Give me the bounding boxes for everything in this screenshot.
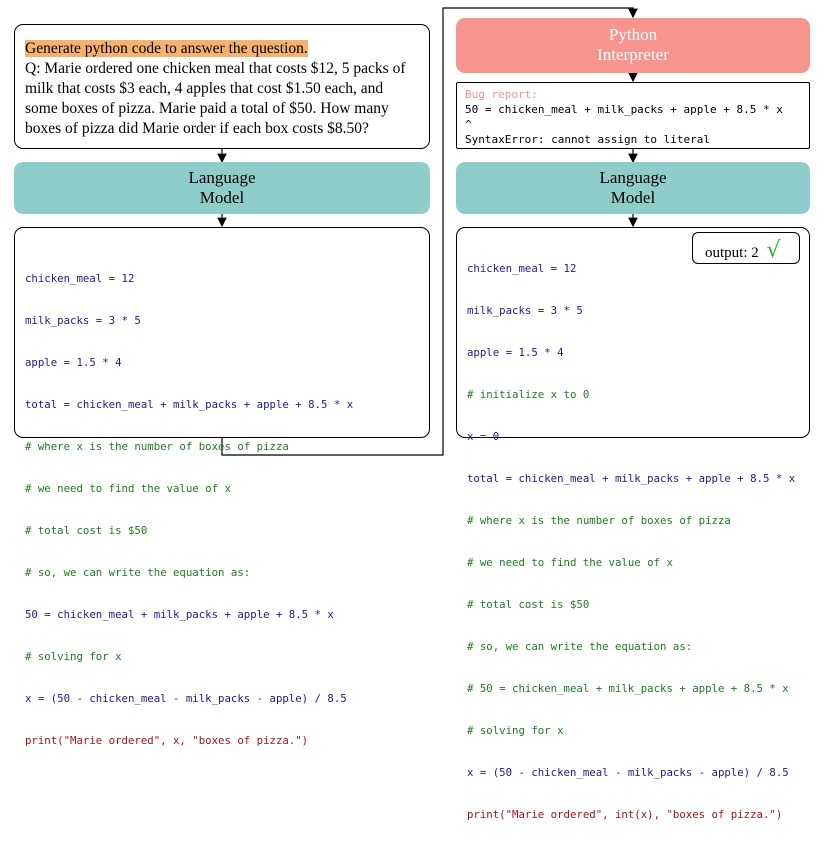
bug-report-caret: ^	[465, 118, 472, 131]
code-line-text: 50 = chicken_meal + milk_packs + apple +…	[25, 608, 334, 621]
language-model-label-line1: Language	[188, 168, 256, 187]
generated-code-panel: chicken_meal = 12 milk_packs = 3 * 5 app…	[14, 227, 430, 747]
code-line-text: apple = 1.5 * 4	[25, 356, 122, 369]
code-line: # so, we can write the equation as:	[467, 640, 809, 654]
code-line: x = (50 - chicken_meal - milk_packs - ap…	[25, 692, 429, 706]
language-model-label-line1: Language	[599, 168, 667, 187]
code-line: apple = 1.5 * 4	[467, 346, 809, 360]
code-line-text: x = (50 - chicken_meal - milk_packs - ap…	[25, 692, 347, 705]
code-line-text: x = 0	[467, 430, 500, 443]
code-line: x = (50 - chicken_meal - milk_packs - ap…	[467, 766, 809, 780]
code-line-text: total = chicken_meal + milk_packs + appl…	[25, 398, 354, 411]
code-line-text: # total cost is $50	[25, 524, 148, 537]
code-line-text: print("Marie ordered", int(x), "boxes of…	[467, 808, 783, 821]
code-line-text: # so, we can write the equation as:	[467, 640, 693, 653]
code-line: apple = 1.5 * 4	[25, 356, 429, 370]
code-line: print("Marie ordered", x, "boxes of pizz…	[25, 734, 429, 748]
code-line-text: chicken_meal = 12	[25, 272, 135, 285]
language-model-label-line2: Model	[610, 188, 656, 207]
code-line: # solving for x	[25, 650, 429, 664]
prompt-instruction: Generate python code to answer the quest…	[25, 40, 308, 57]
bug-report-line: 50 = chicken_meal + milk_packs + apple +…	[465, 103, 783, 116]
code-line: # 50 = chicken_meal + milk_packs + apple…	[467, 682, 809, 696]
code-line: chicken_meal = 12	[467, 262, 809, 276]
code-line: # we need to find the value of x	[467, 556, 809, 570]
interpreter-label-line1: Python	[608, 25, 658, 44]
connector-arrows	[217, 7, 638, 456]
interpreter-label-line2: Interpreter	[597, 45, 669, 64]
code-line: # where x is the number of boxes of pizz…	[25, 440, 429, 454]
code-line-text: # total cost is $50	[467, 598, 590, 611]
code-line: print("Marie ordered", int(x), "boxes of…	[467, 808, 809, 822]
code-line: # total cost is $50	[467, 598, 809, 612]
code-line: # so, we can write the equation as:	[25, 566, 429, 580]
bug-report-panel: Bug report: 50 = chicken_meal + milk_pac…	[456, 82, 810, 149]
code-line-text: # solving for x	[467, 724, 564, 737]
code-line: # where x is the number of boxes of pizz…	[467, 514, 809, 528]
code-line: chicken_meal = 12	[25, 272, 429, 286]
code-line-text: # we need to find the value of x	[25, 482, 231, 495]
code-line-text: apple = 1.5 * 4	[467, 346, 564, 359]
question-text: Q: Marie ordered one chicken meal that c…	[25, 60, 406, 137]
code-line: # initialize x to 0	[467, 388, 809, 402]
feedback-connector	[221, 7, 638, 456]
code-line: x = 0	[467, 430, 809, 444]
code-line-text: # 50 = chicken_meal + milk_packs + apple…	[467, 682, 789, 695]
code-line-text: # where x is the number of boxes of pizz…	[25, 440, 289, 453]
code-line: # we need to find the value of x	[25, 482, 429, 496]
code-line-text: # we need to find the value of x	[467, 556, 673, 569]
bug-report-error: SyntaxError: cannot assign to literal	[465, 133, 711, 146]
output-label: output: 2	[705, 245, 759, 261]
code-line-text: # solving for x	[25, 650, 122, 663]
code-line-text: # initialize x to 0	[467, 388, 590, 401]
python-interpreter: Python Interpreter	[456, 18, 810, 73]
code-line: 50 = chicken_meal + milk_packs + apple +…	[25, 608, 429, 622]
generated-code: chicken_meal = 12 milk_packs = 3 * 5 app…	[25, 244, 429, 776]
code-line: # total cost is $50	[25, 524, 429, 538]
output-box: output: 2 √	[692, 232, 800, 264]
language-model-left: Language Model	[14, 162, 430, 214]
code-line-text: milk_packs = 3 * 5	[25, 314, 141, 327]
code-line-text: chicken_meal = 12	[467, 262, 577, 275]
code-line: milk_packs = 3 * 5	[25, 314, 429, 328]
code-line: milk_packs = 3 * 5	[467, 304, 809, 318]
code-line: total = chicken_meal + milk_packs + appl…	[25, 398, 429, 412]
code-line-text: milk_packs = 3 * 5	[467, 304, 583, 317]
language-model-label-line2: Model	[199, 188, 245, 207]
question-panel: Generate python code to answer the quest…	[14, 24, 430, 149]
code-line-text: print("Marie ordered", x, "boxes of pizz…	[25, 734, 309, 747]
bug-report-title: Bug report:	[465, 88, 538, 101]
code-line-text: x = (50 - chicken_meal - milk_packs - ap…	[467, 766, 789, 779]
code-line-text: total = chicken_meal + milk_packs + appl…	[467, 472, 796, 485]
code-line: # solving for x	[467, 724, 809, 738]
code-line: total = chicken_meal + milk_packs + appl…	[467, 472, 809, 486]
code-line-text: # where x is the number of boxes of pizz…	[467, 514, 731, 527]
code-line-text: # so, we can write the equation as:	[25, 566, 251, 579]
fixed-code: chicken_meal = 12 milk_packs = 3 * 5 app…	[467, 234, 809, 850]
check-icon: √	[766, 238, 781, 263]
language-model-right: Language Model	[456, 162, 810, 214]
